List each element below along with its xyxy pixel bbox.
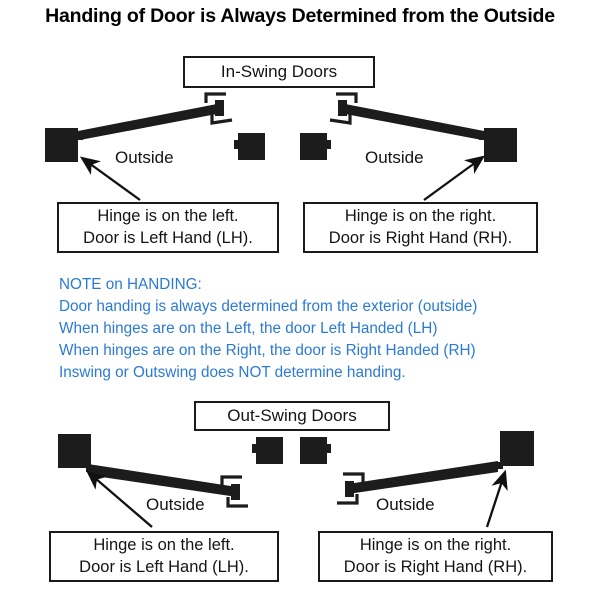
inswing-right-caption-line1: Hinge is on the right.	[344, 206, 497, 225]
outswing-center-jamb-left-stop-icon	[252, 444, 257, 453]
outswing-center-jamb-right	[300, 437, 327, 464]
section-header-outswing-label: Out-Swing Doors	[227, 406, 357, 425]
inswing-right-caption-line2: Door is Right Hand (RH).	[328, 228, 513, 247]
inswing-center-jamb-left-stop-icon	[234, 140, 239, 149]
outswing-center-jamb-right-stop-icon	[326, 444, 331, 453]
inswing-left-caption-box: Hinge is on the left. Door is Left Hand …	[57, 202, 279, 253]
outswing-right-caption-line1: Hinge is on the right.	[359, 535, 512, 554]
outswing-left-pointer-arrow	[86, 470, 153, 528]
inswing-right-outside-label: Outside	[365, 148, 424, 167]
inswing-right-pointer-arrow	[423, 155, 486, 201]
outswing-left-caption-box: Hinge is on the left. Door is Left Hand …	[49, 531, 279, 582]
note-line-3: When hinges are on the Right, the door i…	[59, 342, 476, 360]
inswing-left-caption-line2: Door is Left Hand (LH).	[83, 228, 253, 247]
outswing-right-hinge-jamb	[500, 431, 534, 466]
outswing-right-pointer-arrow	[485, 469, 508, 528]
section-header-inswing-label: In-Swing Doors	[220, 62, 338, 81]
outswing-left-outside-label: Outside	[146, 495, 205, 514]
outswing-left-door-leaf	[88, 464, 237, 497]
inswing-right-hinge-jamb	[484, 128, 517, 162]
inswing-center-jamb-right	[300, 133, 327, 160]
outswing-right-leaf-end-cap	[345, 481, 354, 497]
inswing-left-latch-icon	[204, 92, 233, 125]
outswing-right-caption-box: Hinge is on the right. Door is Right Han…	[318, 531, 553, 582]
outswing-right-jamb-stop-icon	[495, 462, 503, 469]
note-line-2: When hinges are on the Left, the door Le…	[59, 320, 438, 338]
inswing-left-door-group	[45, 92, 233, 162]
outswing-right-door-group	[337, 431, 534, 505]
note-line-4: Inswing or Outswing does NOT determine h…	[59, 364, 406, 382]
outswing-left-leaf-end-cap	[231, 484, 240, 500]
inswing-center-jamb-right-stop-icon	[326, 140, 331, 149]
outswing-left-door-group	[58, 434, 248, 508]
note-heading: NOTE on HANDING:	[59, 276, 202, 293]
inswing-left-door-leaf	[78, 103, 222, 140]
inswing-left-hinge-jamb	[45, 128, 78, 162]
outswing-right-caption-line2: Door is Right Hand (RH).	[343, 557, 528, 576]
note-on-handing: NOTE on HANDING: Door handing is always …	[59, 274, 477, 384]
outswing-right-door-leaf	[348, 461, 498, 494]
outswing-left-latch-icon	[220, 475, 248, 508]
inswing-center-jamb-left	[238, 133, 265, 160]
outswing-left-hinge-jamb	[58, 434, 91, 468]
inswing-left-leaf-end-cap	[215, 100, 224, 116]
section-header-inswing: In-Swing Doors	[183, 56, 375, 88]
outswing-right-outside-label: Outside	[376, 495, 435, 514]
inswing-right-caption-box: Hinge is on the right. Door is Right Han…	[303, 202, 538, 253]
section-header-outswing: Out-Swing Doors	[194, 401, 390, 431]
inswing-right-door-group	[329, 92, 517, 162]
outswing-center-jamb-left	[256, 437, 283, 464]
inswing-right-latch-icon	[329, 92, 358, 125]
inswing-left-caption-line1: Hinge is on the left.	[97, 206, 239, 225]
inswing-left-outside-label: Outside	[115, 148, 174, 167]
inswing-right-door-leaf	[340, 103, 484, 140]
outswing-left-caption-line1: Hinge is on the left.	[93, 535, 235, 554]
outswing-left-caption-line2: Door is Left Hand (LH).	[79, 557, 249, 576]
note-line-1: Door handing is always determined from t…	[59, 298, 478, 316]
outswing-right-latch-icon	[337, 472, 365, 505]
page-title: Handing of Door is Always Determined fro…	[45, 5, 555, 27]
inswing-left-pointer-arrow	[79, 156, 141, 201]
inswing-right-leaf-end-cap	[338, 100, 347, 116]
